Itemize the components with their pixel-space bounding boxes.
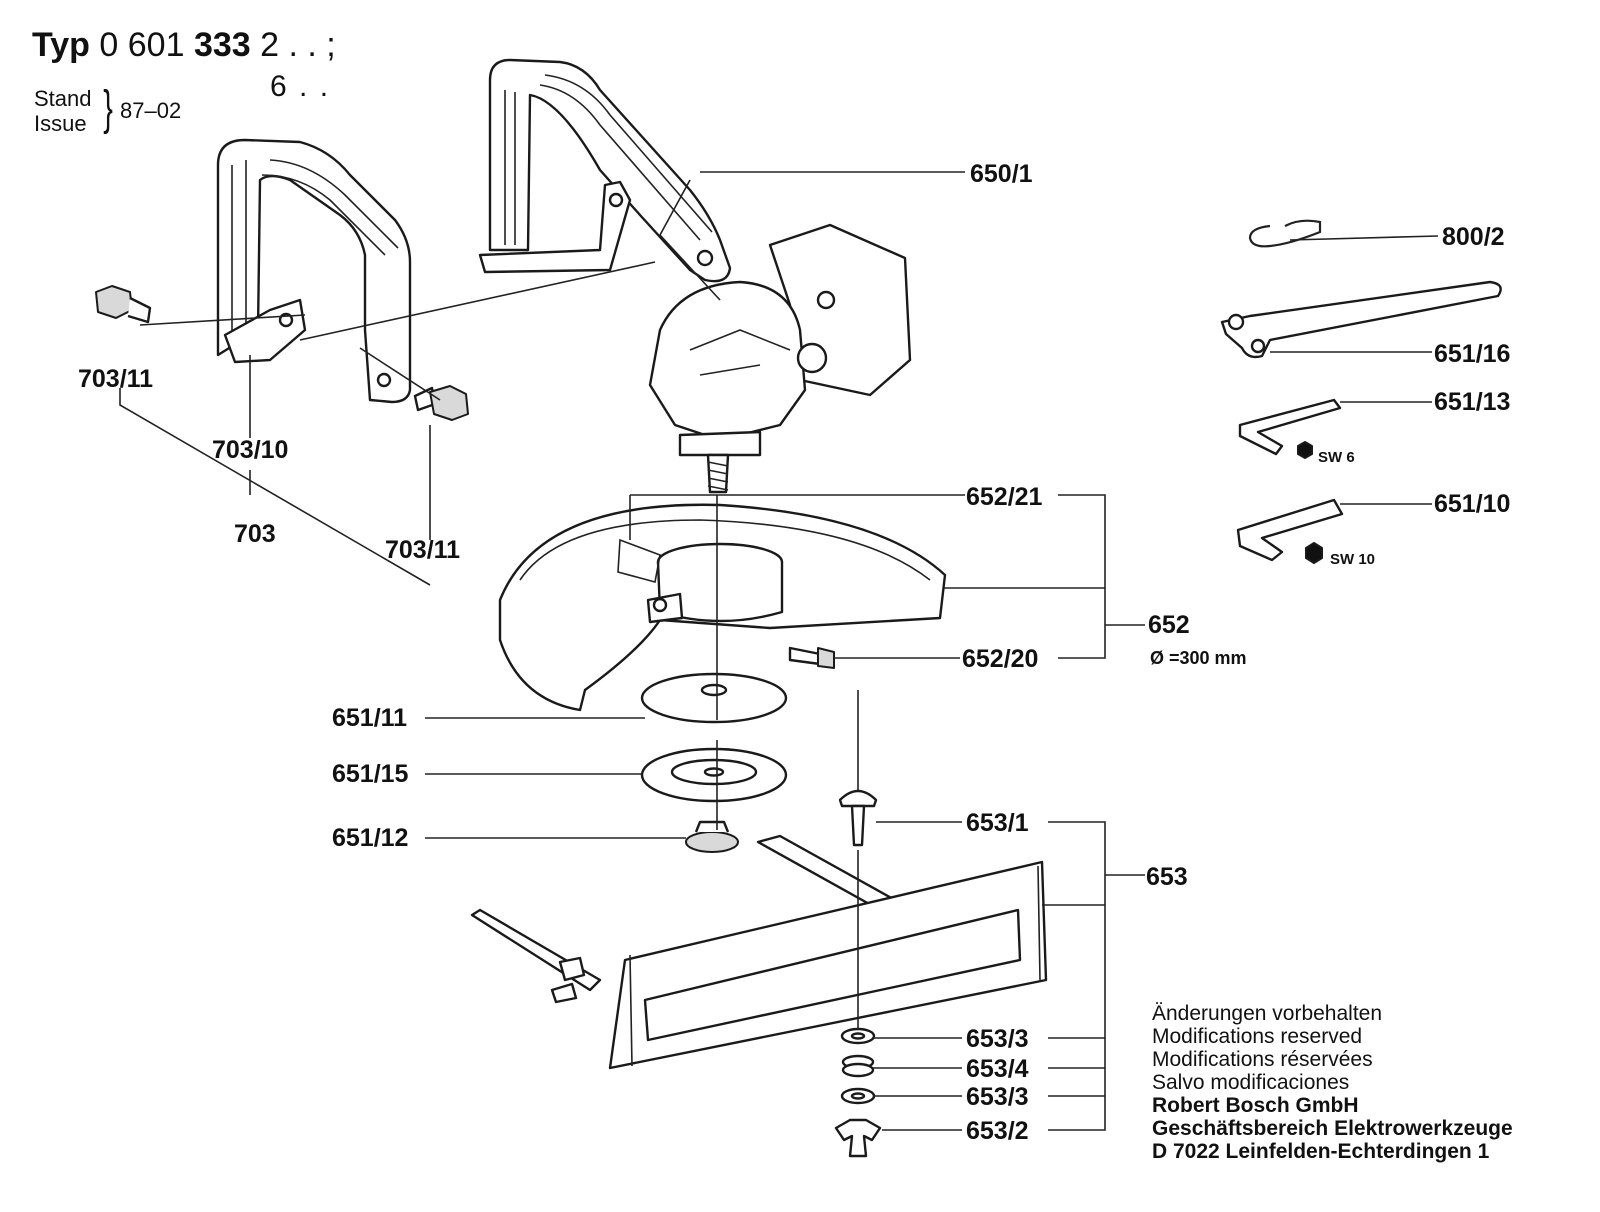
issue-date: 87–02	[120, 98, 182, 123]
retaining-clip-800-2	[1248, 219, 1322, 248]
flange-651-11	[640, 672, 788, 724]
label-651-16: 651/16	[1434, 340, 1510, 368]
label-651-13: 651/13	[1434, 388, 1510, 416]
label-800-2: 800/2	[1442, 223, 1505, 251]
wing-nut-653-2	[834, 1118, 882, 1158]
hex-key-651-13	[1238, 398, 1342, 459]
company-address: D 7022 Leinfelden-Echterdingen 1	[1152, 1140, 1490, 1163]
bolt-703-11-right	[413, 385, 469, 421]
label-650-1: 650/1	[970, 160, 1033, 188]
label-651-11: 651/11	[332, 704, 407, 732]
bolt-653-1	[838, 789, 878, 847]
typ-label: Typ	[32, 26, 90, 64]
pin-spanner-651-16	[1220, 280, 1502, 359]
typ-number-a: 0 601	[99, 26, 185, 64]
label-653-2: 653/2	[966, 1117, 1029, 1145]
footer-notes: Änderungen vorbehalten Modifications res…	[1152, 1002, 1513, 1163]
bolt-703-11-left	[95, 285, 152, 324]
washer-653-3-bottom	[840, 1087, 876, 1105]
brace-glyph: }	[103, 82, 113, 135]
note-en: Modifications reserved	[1152, 1025, 1363, 1048]
type-designation: Typ 0 601 333 2 . . ;	[32, 26, 336, 65]
leader-lines	[119, 171, 1439, 1131]
angle-grinder-body	[648, 223, 912, 494]
note-fr: Modifications réservées	[1152, 1048, 1373, 1071]
label-652-20: 652/20	[962, 645, 1038, 673]
nut-651-12	[685, 820, 739, 853]
spring-washer-653-4	[841, 1054, 875, 1078]
flange-651-15	[640, 747, 788, 803]
company-division: Geschäftsbereich Elektrowerkzeuge	[1152, 1117, 1513, 1140]
washer-653-3-top	[840, 1027, 876, 1045]
label-653: 653	[1146, 863, 1188, 891]
label-653-4: 653/4	[966, 1055, 1029, 1083]
label-703-11-left: 703/11	[78, 365, 153, 393]
label-703-10: 703/10	[212, 436, 288, 464]
label-sw6: SW 6	[1318, 449, 1355, 466]
label-653-3-bottom: 653/3	[966, 1083, 1029, 1111]
screw-652-20	[788, 646, 835, 669]
hex-icon-sw6	[1297, 441, 1313, 459]
label-651-12: 651/12	[332, 824, 408, 852]
cutting-guide-653	[470, 834, 1048, 1070]
typ-suffix-2: 6 . .	[270, 70, 331, 103]
label-652-21: 652/21	[966, 483, 1043, 511]
handle-650-1	[478, 58, 732, 283]
label-651-15: 651/15	[332, 760, 409, 788]
note-es: Salvo modificaciones	[1152, 1071, 1350, 1094]
label-703-11-right: 703/11	[385, 536, 460, 564]
typ-number-b: 333	[193, 26, 251, 64]
label-sw10: SW 10	[1330, 551, 1375, 568]
stand-label: Stand	[34, 86, 92, 111]
label-651-10: 651/10	[1434, 490, 1510, 518]
note-de: Änderungen vorbehalten	[1152, 1002, 1383, 1025]
typ-suffix-1: 2 . . ;	[260, 26, 336, 64]
diameter-note: Ø =300 mm	[1150, 648, 1247, 668]
wheel-guard-652	[498, 503, 947, 712]
company-name: Robert Bosch GmbH	[1152, 1094, 1359, 1117]
label-703: 703	[234, 520, 276, 548]
stand-issue-labels: Stand Issue	[34, 86, 92, 136]
label-652: 652	[1148, 611, 1190, 639]
hex-icon-sw10	[1305, 542, 1323, 564]
label-653-3-top: 653/3	[966, 1025, 1029, 1053]
label-653-1: 653/1	[966, 809, 1029, 837]
issue-label: Issue	[34, 111, 87, 136]
hex-key-651-10	[1236, 498, 1344, 564]
